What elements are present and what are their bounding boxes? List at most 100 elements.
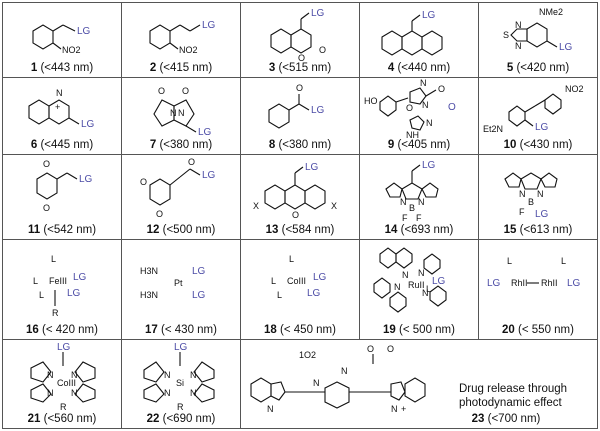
leaving-group-label: LG <box>305 162 319 173</box>
compound-number: 11 <box>27 224 41 236</box>
oxygen-label: O <box>406 103 413 113</box>
nitrogen-label: N <box>391 404 398 414</box>
nitrogen-label: N <box>47 388 54 398</box>
cell-compound-8: O LG 8 (<380 nm) <box>240 77 360 155</box>
nitro-group-label: NO2 <box>62 45 81 55</box>
structure-22-icon: LG N N Si N N R <box>143 342 215 412</box>
structure-17-icon: H3N H3N Pt LG LG <box>140 266 206 301</box>
ammine-label: H3N <box>140 290 158 300</box>
nitrogen-label: N <box>190 388 197 398</box>
wavelength-label: (< 450 nm) <box>280 324 336 336</box>
caption-4: 4 (<440 nm) <box>360 62 478 74</box>
caption-3: 3 (<515 nm) <box>241 62 359 74</box>
ligand-label: L <box>277 290 282 300</box>
structure-9-icon: HO N N O O N NH O <box>364 78 456 140</box>
cell-compound-5: NMe2 LG N S N 5 (<420 nm) <box>478 2 598 78</box>
wavelength-label: (<420 nm) <box>516 62 570 74</box>
leaving-group-label: LG <box>567 278 581 289</box>
caption-6: 6 (<445 nm) <box>3 139 121 151</box>
cobalt-center-label: CoIII <box>57 378 76 388</box>
nitrogen-label: N <box>422 288 429 298</box>
nitrogen-label: N <box>519 189 526 199</box>
compound-number: 20 <box>502 324 515 336</box>
wavelength-label: (< 420 nm) <box>42 324 98 336</box>
rhodium-center-label: RhII <box>541 278 558 288</box>
wavelength-label: (<430 nm) <box>519 139 573 151</box>
caption-11: 11 (<542 nm) <box>3 224 121 236</box>
boron-label: B <box>409 203 415 213</box>
caption-13: 13 (<584 nm) <box>241 224 359 236</box>
nitrogen-label: N <box>313 378 320 388</box>
carbonyl-oxygen-label: O <box>319 45 326 55</box>
positive-charge-label: + <box>401 404 406 414</box>
compound-number: 13 <box>265 224 279 236</box>
structure-15-icon: N N B F LG <box>504 172 558 220</box>
nitrogen-label: N <box>164 370 171 380</box>
wavelength-label: (<515 nm) <box>278 62 332 74</box>
iron-center-label: FeIII <box>49 276 67 286</box>
r-group-label: R <box>60 402 67 412</box>
oxygen-label: O <box>188 157 195 167</box>
compound-number: 3 <box>268 62 276 74</box>
wavelength-label: (<405 nm) <box>397 139 451 151</box>
caption-10: 10 (<430 nm) <box>479 139 597 151</box>
nitrogen-label: N <box>400 197 407 207</box>
structure-6-icon: LG N + <box>28 88 95 130</box>
structure-8-icon: O LG <box>268 83 325 129</box>
platinum-center-label: Pt <box>174 278 183 288</box>
fluorine-label: F <box>519 207 525 217</box>
leaving-group-label: LG <box>198 127 212 138</box>
wavelength-label: (<693 nm) <box>400 224 454 236</box>
ligand-label: L <box>426 284 431 294</box>
cell-compound-7: O N N O LG 7 (<380 nm) <box>121 77 241 155</box>
leaving-group-label: LG <box>77 26 91 37</box>
caption-12: 12 (<500 nm) <box>122 224 240 236</box>
positive-charge-label: + <box>55 102 60 112</box>
nitrogen-label: N <box>515 20 522 30</box>
wavelength-label: (<445 nm) <box>40 139 94 151</box>
r-group-label: R <box>177 402 184 412</box>
cell-compound-18: L L L CoIII LG LG 18 (< 450 nm) <box>240 239 360 340</box>
cell-compound-16: L L L FeIII LG LG R 16 (< 420 nm) <box>2 239 122 340</box>
structure-14-icon: LG N N B F F <box>385 160 439 223</box>
substituent-x-label: X <box>253 201 259 211</box>
compound-number: 21 <box>27 413 41 425</box>
nitrogen-label: N <box>47 370 54 380</box>
structure-18-icon: L L L CoIII LG LG <box>271 254 327 300</box>
leaving-group-label: LG <box>535 209 549 220</box>
leaving-group-label: LG <box>487 278 501 289</box>
wavelength-label: (< 430 nm) <box>161 324 217 336</box>
caption-18: 18 (< 450 nm) <box>241 324 359 336</box>
compound-number: 8 <box>268 139 276 151</box>
ligand-label: L <box>271 276 276 286</box>
compound-number: 1 <box>30 62 38 74</box>
nitrogen-label: N <box>190 370 197 380</box>
leaving-group-label: LG <box>192 290 206 301</box>
silicon-center-label: Si <box>176 378 184 388</box>
compound-number: 2 <box>149 62 157 74</box>
leaving-group-label: LG <box>81 119 95 130</box>
nitrogen-label: N <box>426 118 433 128</box>
oxygen-label: O <box>43 203 50 213</box>
cell-compound-22: LG N N Si N N R 22 (<690 nm) <box>121 339 241 429</box>
cell-compound-1: LG NO2 1 (<443 nm) <box>2 2 122 78</box>
compound-number: 7 <box>149 139 157 151</box>
structure-16-icon: L L L FeIII LG LG R <box>33 254 87 318</box>
wavelength-label: (<500 nm) <box>162 224 216 236</box>
nitro-group-label: NO2 <box>179 45 198 55</box>
oxygen-label: O <box>438 84 445 94</box>
nitrogen-label: N <box>418 197 425 207</box>
oxygen-label: O <box>43 159 50 169</box>
ruthenium-center-label: RuII <box>408 280 425 290</box>
nitrogen-label: N <box>420 78 427 88</box>
structure-1-icon: LG NO2 <box>32 24 91 55</box>
oxygen-label: O <box>182 86 189 96</box>
drug-release-line2: photodynamic effect <box>459 397 562 409</box>
caption-14: 14 (<693 nm) <box>360 224 478 236</box>
drug-release-note: Drug release through photodynamic effect <box>459 382 567 410</box>
wavelength-label: (<415 nm) <box>159 62 213 74</box>
caption-22: 22 (<690 nm) <box>122 413 240 425</box>
leaving-group-label: LG <box>535 122 549 133</box>
cell-compound-3: LG O O 3 (<515 nm) <box>240 2 360 78</box>
compound-number: 18 <box>264 324 277 336</box>
